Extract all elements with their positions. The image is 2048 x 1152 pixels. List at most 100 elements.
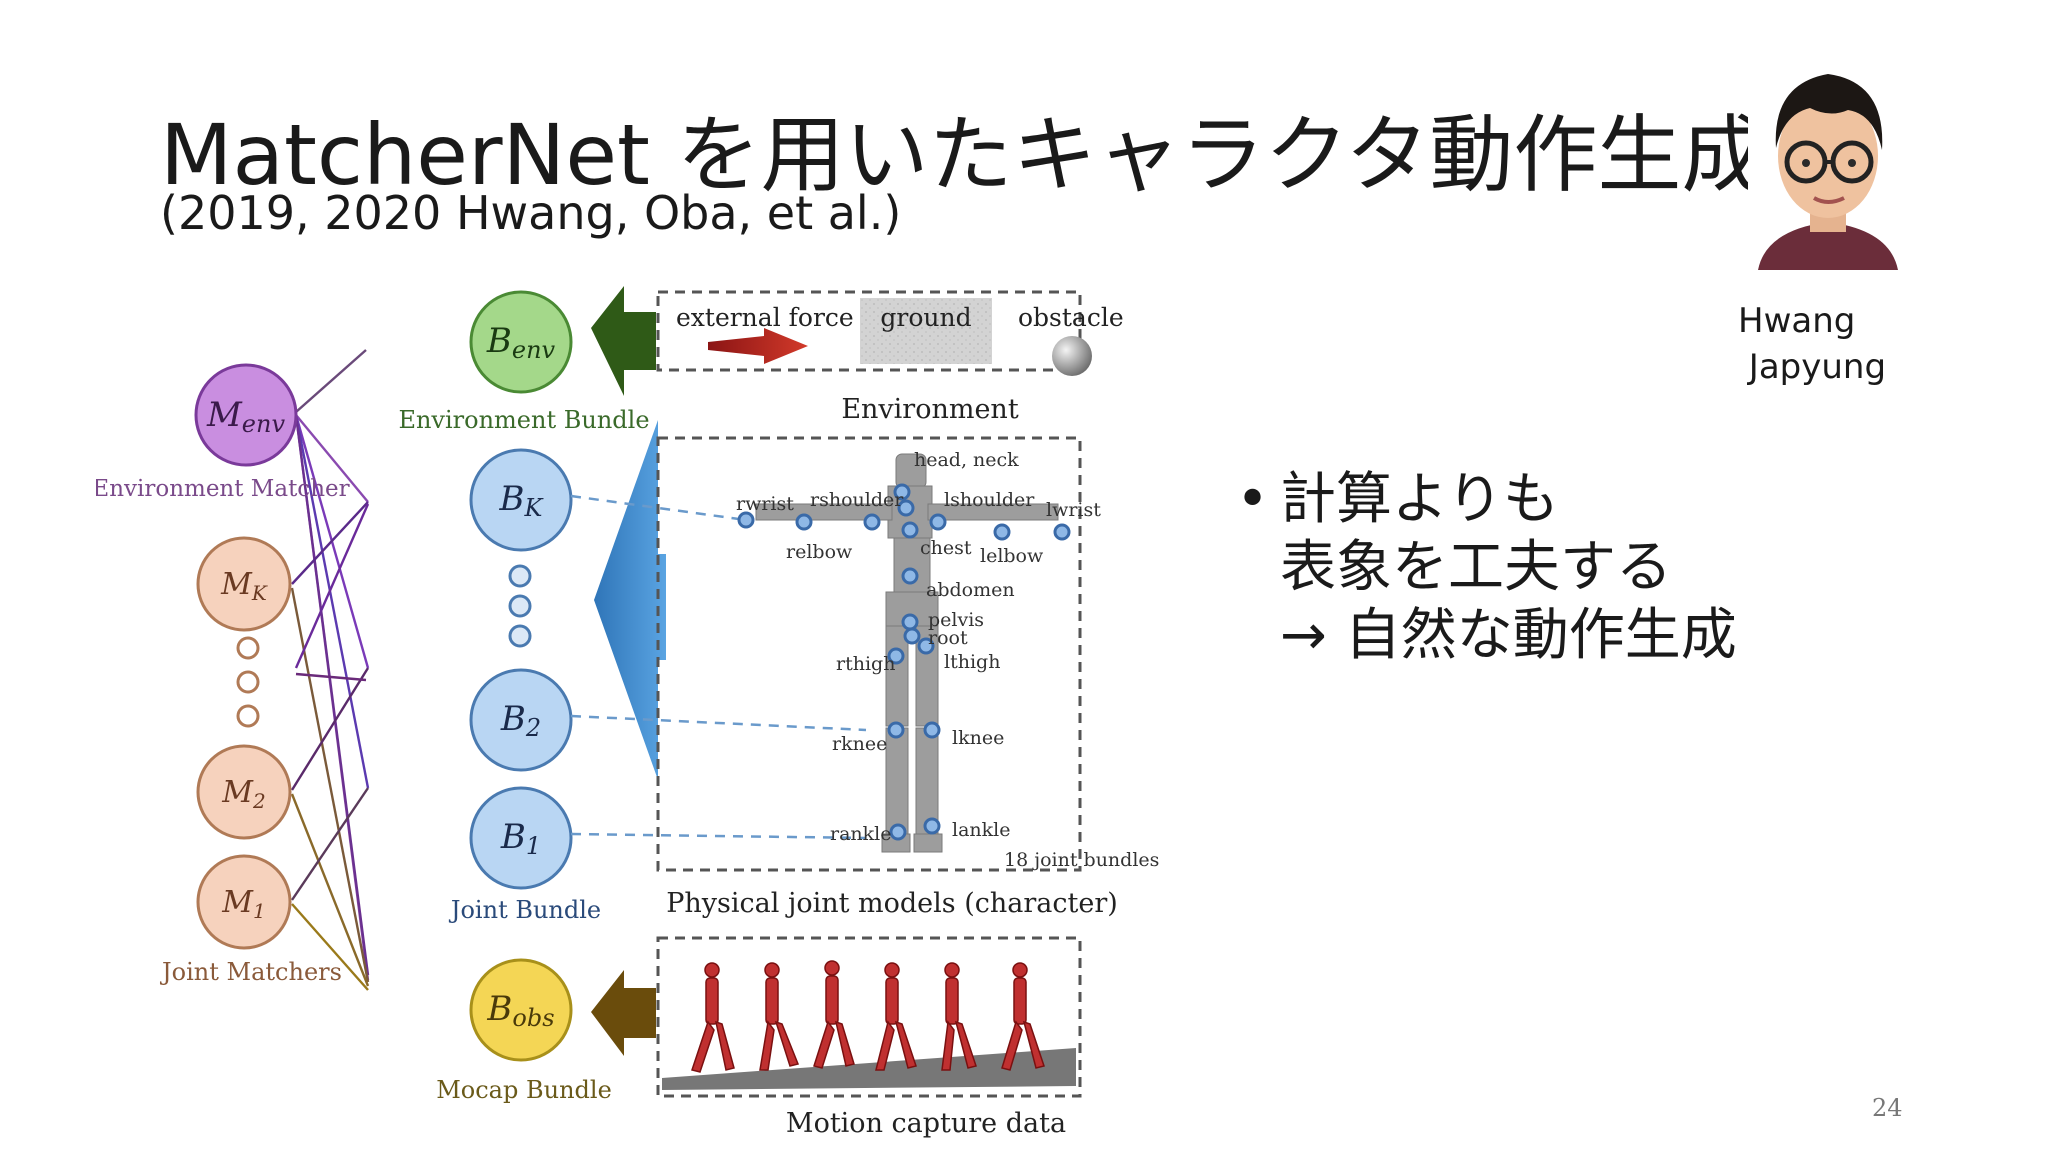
joint-marker-lwrist [1053, 523, 1071, 541]
joint-marker-lthigh [917, 637, 935, 655]
joint-label-lwrist: lwrist [1046, 499, 1101, 521]
link-menv-benv [295, 349, 367, 413]
ellipsis-dot [236, 636, 260, 660]
m1-subscript: 1 [253, 899, 266, 923]
svg-text:B2: B2 [500, 699, 541, 742]
joint-bundle-ellipsis [508, 564, 532, 648]
matcher-bundle-connections [290, 349, 370, 991]
joint-marker-chest [901, 521, 919, 539]
ground-texture [860, 298, 992, 364]
env-bundle-caption: Environment Bundle [398, 406, 649, 434]
svg-text:Menv: Menv [206, 395, 285, 438]
b2-subscript: 2 [525, 714, 541, 742]
mocap-bundle-caption: Mocap Bundle [436, 1076, 612, 1104]
slide-subtitle: (2019, 2020 Hwang, Oba, et al.) [160, 186, 902, 240]
link-mk-bk [291, 501, 369, 585]
joint-label-rknee: rknee [832, 733, 887, 755]
bobs-symbol: B [486, 989, 512, 1029]
joint-bundle-count: 18 joint bundles [1004, 849, 1159, 871]
ground-label: ground [880, 303, 971, 332]
link-cross-2 [294, 503, 370, 669]
mocap-bundle: Bobs [469, 958, 573, 1062]
joint-marker-lknee [923, 721, 941, 739]
env-matcher-caption: Environment Matcher [96, 476, 350, 502]
joint-arrow [594, 420, 666, 780]
mocap-arrow [591, 970, 656, 1056]
benv-subscript: env [512, 336, 556, 364]
joint-marker-lelbow [993, 523, 1011, 541]
joint-label-head-neck: head, neck [914, 449, 1019, 471]
link-cross-1 [295, 672, 367, 682]
svg-text:Benv: Benv [486, 321, 556, 364]
environment-box [656, 290, 1082, 372]
char-left-arm [927, 503, 1059, 521]
svg-text:M2: M2 [221, 775, 265, 813]
bullet-line-2: 表象を工夫する [1280, 535, 1672, 600]
joint-marker-neck [897, 499, 915, 517]
joint-marker-head [893, 483, 911, 501]
joint-marker-rthigh [887, 647, 905, 665]
joint-label-pelvis: pelvis [928, 609, 984, 631]
char-left-foot [913, 833, 943, 853]
author-name-line2: Japyung [1738, 347, 1887, 387]
joint-label-lshoulder: lshoulder [944, 489, 1035, 511]
pointer-b2 [570, 714, 867, 732]
joint-label-lelbow: lelbow [980, 545, 1044, 567]
ellipsis-dot [508, 624, 532, 648]
mocap-figures [662, 960, 1076, 1090]
bullet-marker: • [1236, 467, 1270, 532]
link-m1-bobs [291, 903, 369, 991]
obstacle-ball [1052, 336, 1092, 376]
ellipsis-dot [508, 594, 532, 618]
joint-marker-lshoulder [929, 513, 947, 531]
char-right-thigh [885, 625, 909, 727]
bullet-line-3: → 自然な動作生成 [1280, 603, 1737, 668]
env-matcher-subscript: env [242, 410, 286, 438]
bobs-subscript: obs [512, 1004, 554, 1032]
joint-label-rankle: rankle [830, 823, 891, 845]
joint-matcher-2: M2 [196, 744, 292, 840]
ellipsis-dot [508, 564, 532, 588]
link-mk-bobs [290, 587, 370, 983]
joint-bundle-k: BK [469, 448, 573, 552]
link-menv-bobs-2 [294, 414, 370, 976]
mocap-box [656, 936, 1082, 1098]
link-m2-bobs [290, 793, 370, 987]
joint-label-relbow: relbow [786, 541, 853, 563]
joint-label-rshoulder: rshoulder [810, 489, 904, 511]
joint-bundle-1: B1 [469, 786, 573, 890]
svg-text:BK: BK [499, 479, 545, 522]
svg-text:Bobs: Bobs [486, 989, 554, 1032]
environment-bundle: Benv [469, 290, 573, 394]
mocap-figure [875, 962, 917, 1071]
svg-text:MK: MK [220, 567, 268, 605]
author-name: Hwang Japyung [1738, 298, 1886, 390]
mocap-figure [813, 960, 855, 1069]
joint-marker-relbow [795, 513, 813, 531]
mocap-figure [759, 962, 800, 1071]
svg-text:M1: M1 [221, 885, 265, 923]
joint-marker-lankle [923, 817, 941, 835]
environment-arrow [591, 286, 656, 396]
joint-label-chest: chest [920, 537, 972, 559]
char-right-shin [885, 727, 909, 835]
pointer-bk [570, 494, 747, 522]
joint-marker-pelvis [901, 613, 919, 631]
external-force-label: external force [676, 303, 854, 332]
joint-marker-rshoulder [863, 513, 881, 531]
ellipsis-dot [236, 670, 260, 694]
link-menv-b1 [294, 414, 370, 789]
bullet-list: • 計算よりも 表象を工夫する → 自然な動作生成 [1236, 466, 1737, 670]
obstacle-label: obstacle [1018, 303, 1124, 332]
author-name-line1: Hwang [1738, 301, 1856, 341]
environment-matcher: Menv [194, 363, 298, 467]
benv-symbol: B [486, 321, 512, 361]
matchernet-diagram: Menv Environment Matcher MK M2 M1 Joint … [96, 286, 1159, 1139]
mocap-caption: Motion capture data [786, 1108, 1066, 1139]
mocap-figure [941, 962, 977, 1071]
m2-subscript: 2 [252, 789, 266, 813]
joint-marker-abdomen [901, 567, 919, 585]
joint-label-lthigh: lthigh [944, 651, 1000, 673]
environment-caption: Environment [841, 394, 1019, 425]
b1-subscript: 1 [526, 832, 541, 860]
